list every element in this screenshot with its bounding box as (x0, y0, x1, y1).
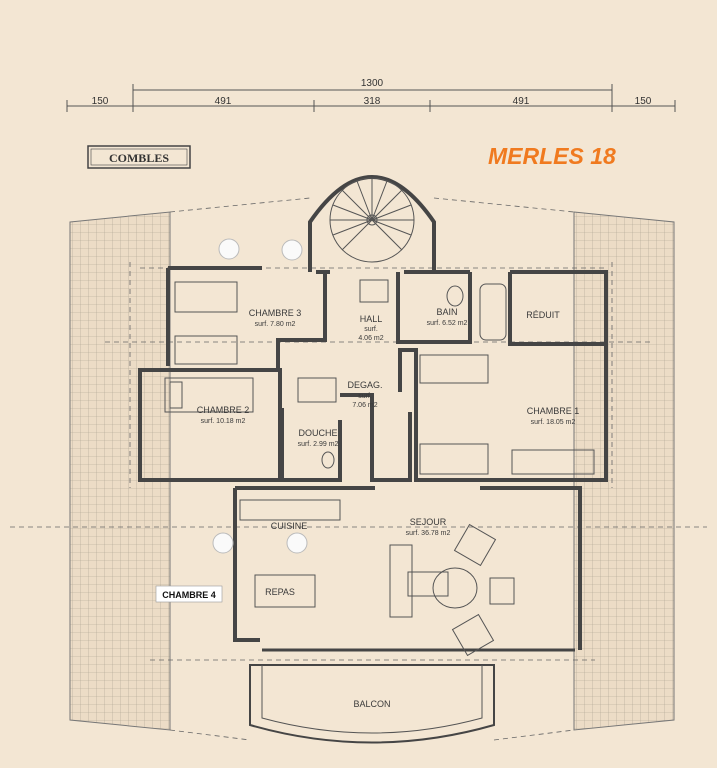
degag-name: DEGAG. (347, 380, 382, 390)
chambre3-surf: surf. 7.80 m2 (255, 321, 296, 328)
chambre1-surf: surf. 18.05 m2 (531, 419, 576, 426)
title-box: COMBLES (87, 145, 191, 169)
chambre3-name: CHAMBRE 3 (249, 308, 302, 318)
repas-name: REPAS (265, 587, 295, 597)
hall-surf-2: 4.06 m2 (358, 335, 383, 342)
chambre4-name: CHAMBRE 4 (162, 590, 216, 600)
chambre4-label: CHAMBRE 4 (155, 585, 223, 603)
roof-right (573, 211, 675, 731)
title-combles: COMBLES (109, 151, 169, 165)
bain-surf: surf. 6.52 m2 (427, 320, 468, 327)
chambre2-name: CHAMBRE 2 (197, 405, 250, 415)
cuisine-name: CUISINE (271, 521, 308, 531)
spiral-stair (308, 175, 436, 272)
balcon-name: BALCON (353, 699, 390, 709)
ceiling-lamps (212, 238, 308, 554)
roof-outline (10, 197, 707, 741)
bain-name: BAIN (436, 307, 457, 317)
degag-surf-1: surf. (358, 393, 372, 400)
furniture (164, 279, 595, 657)
dimension-segment-3: 318 (364, 96, 381, 107)
hall-surf-1: surf. (364, 326, 378, 333)
douche-name: DOUCHE (298, 428, 337, 438)
roof-left (69, 211, 171, 731)
dimension-segment-5: 150 (635, 96, 652, 107)
dimension-segment-4: 491 (513, 96, 530, 107)
reduit-name: RÉDUIT (526, 310, 560, 320)
dimension-segment-2: 491 (215, 96, 232, 107)
dimension-total: 1300 (361, 78, 384, 89)
dimension-lines: 1300 150 491 318 491 150 (66, 78, 676, 112)
room-labels: CHAMBRE 3 surf. 7.80 m2 HALL surf. 4.06 … (197, 307, 580, 709)
chambre2-surf: surf. 10.18 m2 (201, 418, 246, 425)
douche-surf: surf. 2.99 m2 (298, 441, 339, 448)
sejour-surf: surf. 36.78 m2 (406, 530, 451, 537)
brand-title: MERLES 18 (488, 143, 616, 169)
hall-name: HALL (360, 314, 383, 324)
chambre1-name: CHAMBRE 1 (527, 406, 580, 416)
dimension-segment-1: 150 (92, 96, 109, 107)
sejour-name: SEJOUR (410, 517, 447, 527)
walls (138, 266, 608, 744)
degag-surf-2: 7.06 m2 (352, 402, 377, 409)
